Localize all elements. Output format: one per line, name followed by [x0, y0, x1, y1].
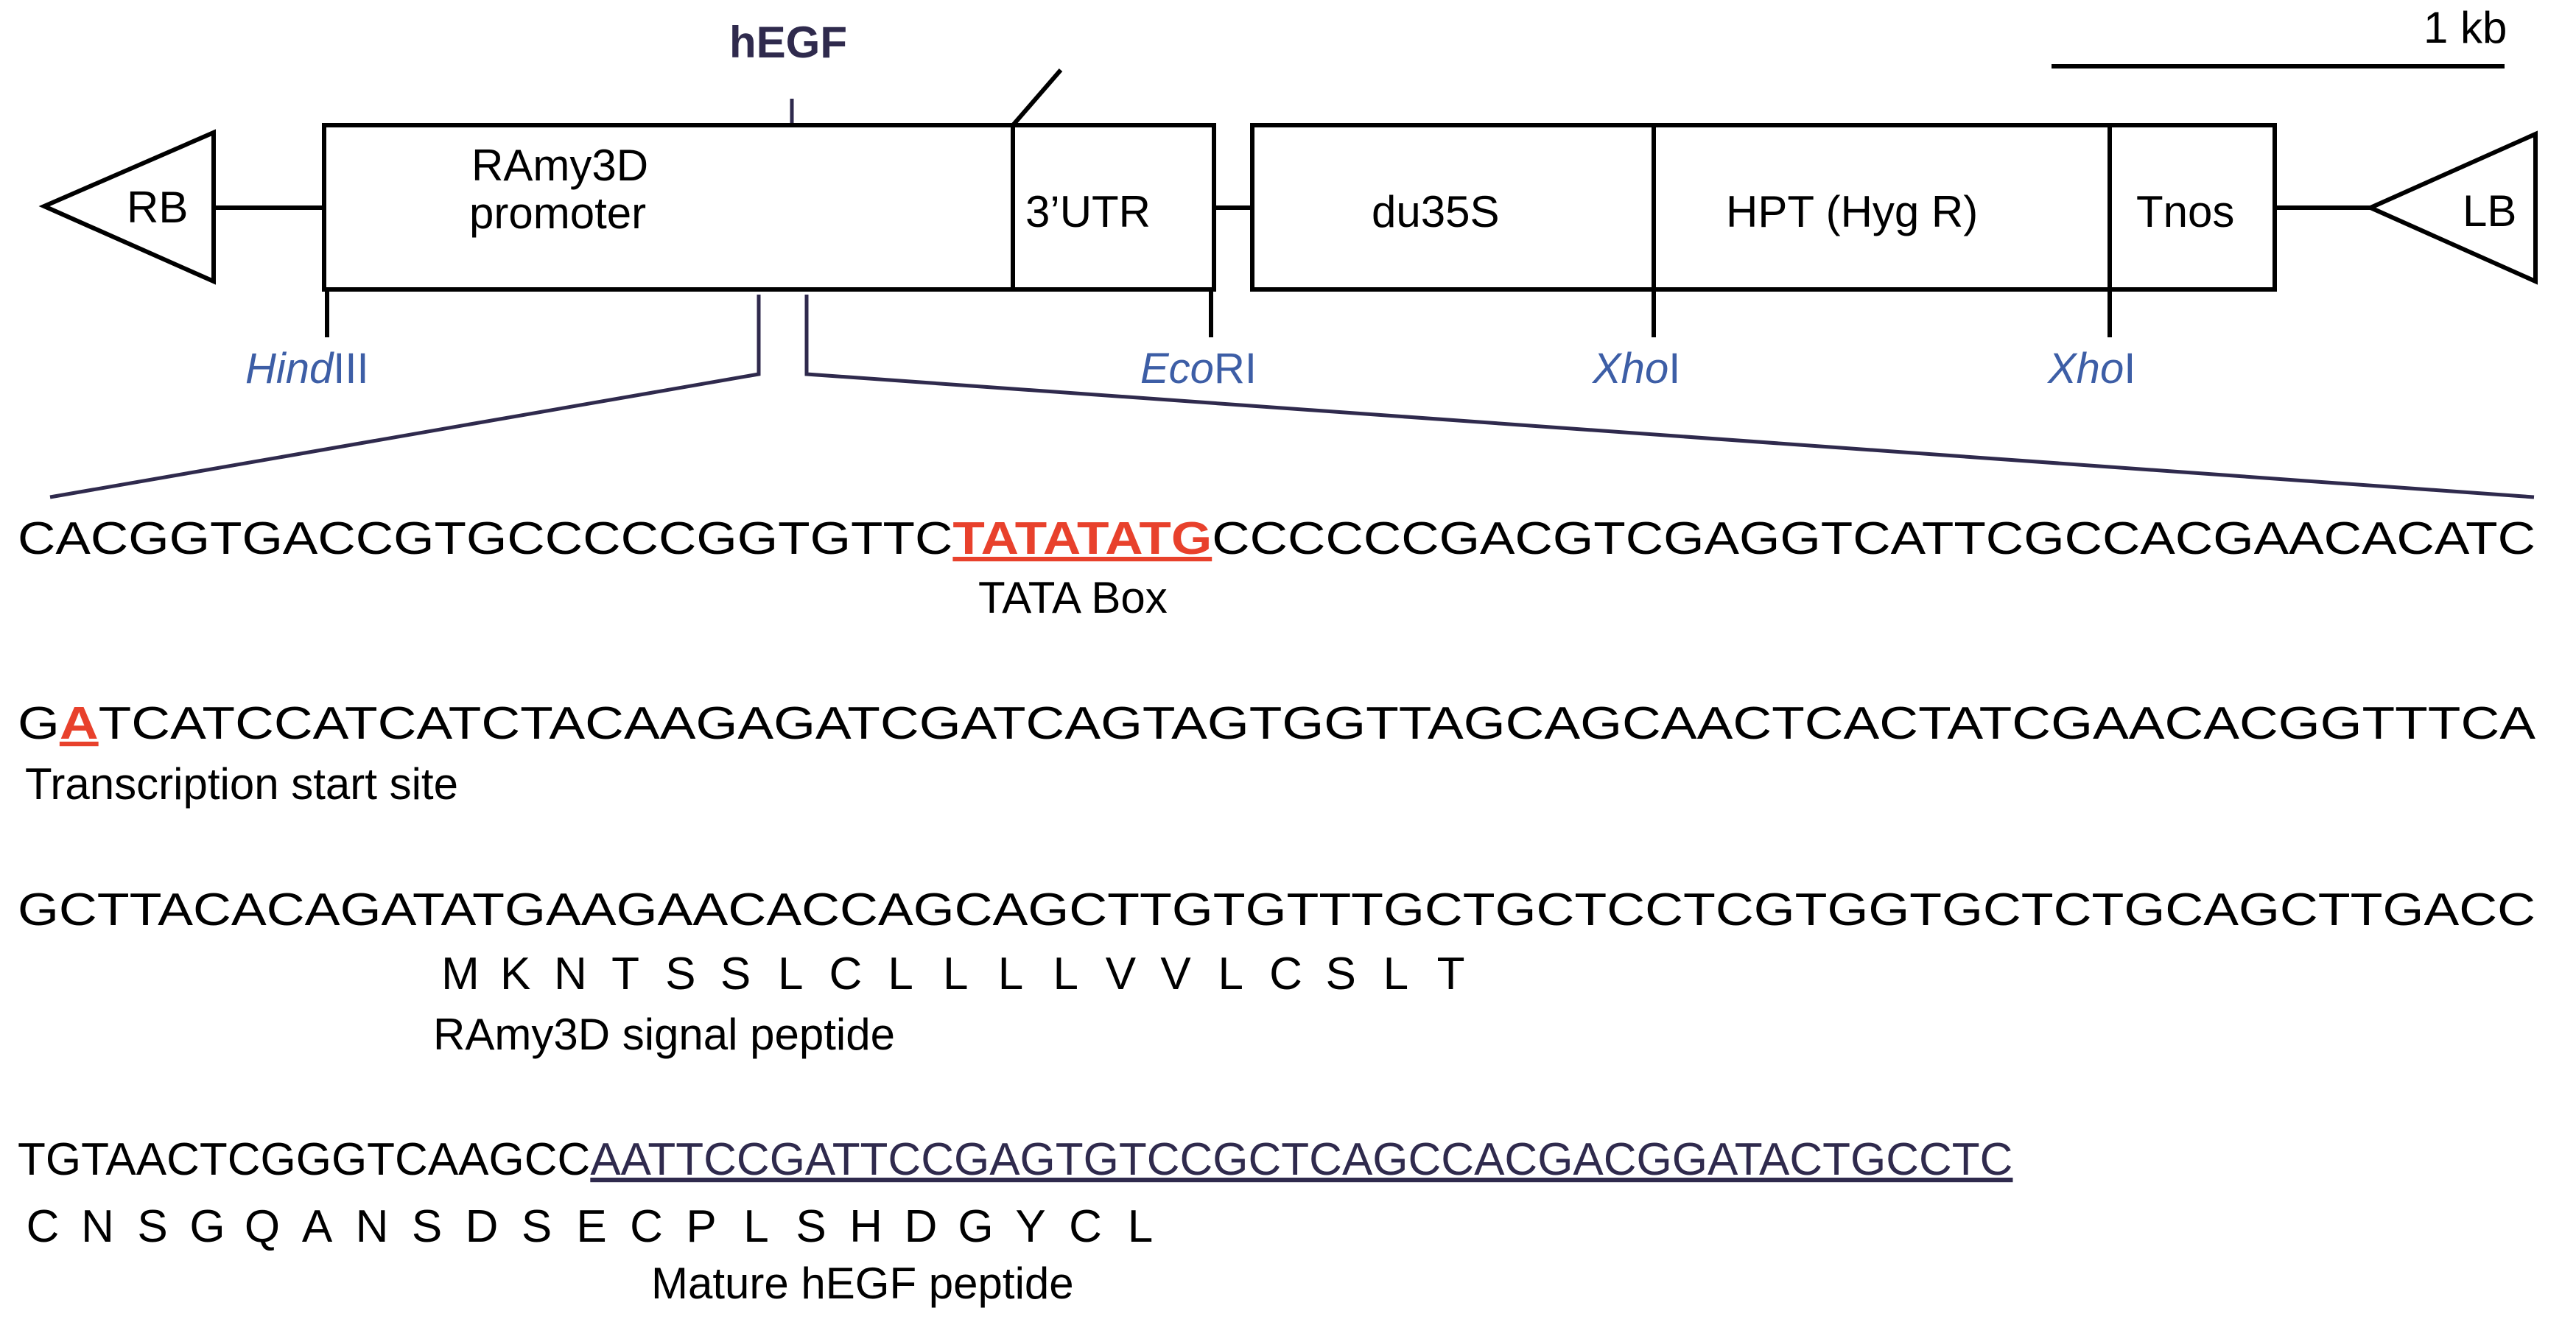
amino-acid-residue: K: [500, 949, 530, 999]
amino-acid-residue: G: [189, 1201, 225, 1252]
amino-acid-residue: L: [998, 949, 1023, 999]
amino-acid-residue: L: [888, 949, 913, 999]
amino-acid-residue: L: [1383, 949, 1408, 999]
amino-acid-residue: S: [665, 949, 695, 999]
amino-acid-residue: T: [1437, 949, 1465, 999]
tata-box-highlight: TATATATG: [952, 513, 1212, 564]
amino-acid-residue: L: [943, 949, 968, 999]
tata-box-label: TATA Box: [978, 573, 1168, 622]
hegf-label: hEGF: [729, 18, 847, 67]
amino-acid-residue: L: [1218, 949, 1243, 999]
amino-acid-residue: N: [554, 949, 587, 999]
hegf-cassette-box: [322, 123, 1216, 292]
transcription-start-highlight: A: [60, 698, 99, 749]
zoom-line-left: [49, 295, 761, 499]
amino-acid-residue: T: [611, 949, 639, 999]
xhoi-2-label: XhoI: [2046, 345, 2135, 393]
mature-hegf-sequence: AATTCCGATTCCGAGTGTCCGCTCAGCCACGACGGATACT…: [590, 1134, 2012, 1185]
amino-acid-residue: H: [849, 1201, 882, 1252]
promoter-label-line1: RAmy3D: [471, 141, 648, 190]
transcription-start-label: Transcription start site: [25, 759, 458, 809]
tnos-label: Tnos: [2136, 187, 2234, 236]
amino-acid-residue: V: [1160, 949, 1191, 999]
amino-acid-residue: S: [137, 1201, 167, 1252]
sequence-line-3: GCTTACACAGATATGAAGAACACCAGCAGCTTGTGTTTGC…: [18, 885, 2535, 935]
lb-label: LB: [2463, 186, 2516, 236]
selection-cassette-box: [1250, 123, 2277, 292]
mature-hegf-label: Mature hEGF peptide: [651, 1259, 1074, 1308]
amino-acid-residue: C: [1269, 949, 1302, 999]
amino-acid-residue: E: [576, 1201, 606, 1252]
signal-peptide-label: RAmy3D signal peptide: [433, 1010, 895, 1059]
amino-acid-residue: C: [27, 1201, 60, 1252]
amino-acid-residue: M: [441, 949, 480, 999]
amino-acid-residue: A: [302, 1201, 333, 1252]
amino-acid-residue: P: [686, 1201, 716, 1252]
terminator-tick: [1011, 68, 1063, 127]
amino-acid-residue: C: [630, 1201, 663, 1252]
zoom-line-right: [804, 295, 2535, 499]
amino-acid-residue: S: [522, 1201, 552, 1252]
amino-acid-residue: C: [1069, 1201, 1102, 1252]
amino-acid-residue: D: [466, 1201, 499, 1252]
amino-acid-residue: G: [958, 1201, 993, 1252]
sequence-line-4: TGTAACTCGGGTCAAGCCAATTCCGATTCCGAGTGTCCGC…: [18, 1134, 2012, 1185]
scale-bar-label: 1 kb: [2424, 3, 2507, 52]
amino-acid-residue: L: [743, 1201, 768, 1252]
utr-label: 3’UTR: [1025, 187, 1151, 236]
amino-acid-residue: C: [829, 949, 863, 999]
amino-acid-residue: L: [1053, 949, 1078, 999]
amino-acid-residue: N: [356, 1201, 389, 1252]
amino-acid-residue: V: [1106, 949, 1137, 999]
amino-acid-residue: Q: [245, 1201, 280, 1252]
rb-label: RB: [127, 183, 188, 232]
amino-acid-residue: S: [412, 1201, 442, 1252]
xhoi-1-label: XhoI: [1591, 345, 1680, 393]
du35s-label: du35S: [1372, 187, 1500, 236]
amino-acid-residue: L: [778, 949, 803, 999]
amino-acid-residue: S: [720, 949, 751, 999]
hindiii-label: HindIII: [245, 345, 369, 393]
ecori-label: EcoRI: [1140, 345, 1257, 393]
amino-acid-residue: S: [796, 1201, 826, 1252]
hpt-label: HPT (Hyg R): [1726, 187, 1978, 236]
amino-acid-residue: Y: [1015, 1201, 1045, 1252]
amino-acid-residue: L: [1128, 1201, 1153, 1252]
amino-acid-residue: D: [905, 1201, 938, 1252]
left-border-arrow: [2365, 130, 2538, 285]
promoter-label-line2: promoter: [469, 189, 646, 238]
amino-acid-residue: S: [1326, 949, 1356, 999]
amino-acid-residue: N: [81, 1201, 114, 1252]
